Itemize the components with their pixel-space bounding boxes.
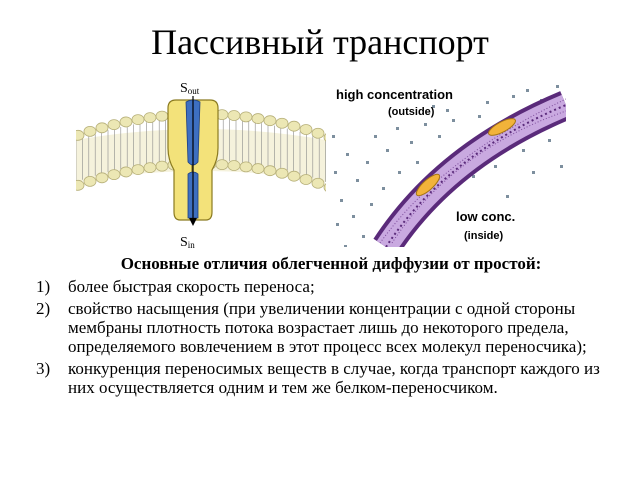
- list-number: 1): [36, 277, 51, 296]
- curved-membrane: [373, 91, 566, 247]
- label-s-in: Sin: [180, 235, 195, 250]
- differences-text: Основные отличия облегченной диффузии от…: [36, 254, 616, 400]
- label-low-concentration: low conc.: [456, 209, 515, 224]
- label-s-out: Sout: [180, 81, 200, 96]
- list-item: 1) более быстрая скорость переноса;: [36, 277, 616, 296]
- list-number: 2): [36, 299, 51, 318]
- carrier-proteins: [415, 118, 516, 197]
- list-text: свойство насыщения (при увеличении конце…: [68, 299, 587, 356]
- slide-title: Пассивный транспорт: [151, 22, 489, 62]
- list-number: 3): [36, 359, 51, 378]
- label-outside: (outside): [388, 106, 435, 118]
- label-inside: (inside): [464, 230, 503, 242]
- list-item: 3) конкуренция переносимых веществ в слу…: [36, 359, 616, 397]
- channel-protein-diagram: Sout Sin: [76, 81, 326, 250]
- list-text: более быстрая скорость переноса;: [68, 277, 315, 296]
- list-text: конкуренция переносимых веществ в случае…: [68, 359, 600, 397]
- concentration-gradient-diagram: high concentration (outside) low conc. (…: [332, 85, 566, 247]
- list-item: 2) свойство насыщения (при увеличении ко…: [36, 299, 616, 356]
- label-high-concentration: high concentration: [336, 87, 453, 102]
- differences-heading: Основные отличия облегченной диффузии от…: [120, 254, 542, 273]
